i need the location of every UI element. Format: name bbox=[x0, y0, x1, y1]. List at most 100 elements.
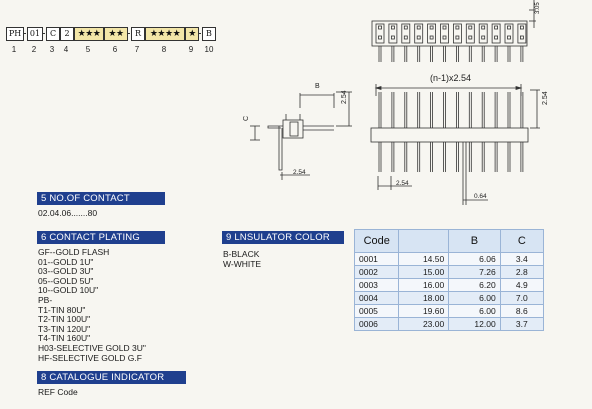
table-row: 0006 23.00 12.00 3.7 bbox=[353, 317, 545, 331]
pn-dash bbox=[198, 33, 201, 34]
pn-index: 5 bbox=[85, 45, 91, 54]
top-cell-hole bbox=[494, 25, 499, 30]
top-cell bbox=[427, 23, 437, 44]
front-bottom-label: 2.54 bbox=[396, 180, 409, 187]
pn-dash bbox=[127, 33, 130, 34]
table-cell: 0002 bbox=[353, 265, 400, 279]
table-header-row: Code B C bbox=[353, 229, 545, 253]
top-cell-hole bbox=[390, 25, 395, 30]
top-view-housing bbox=[371, 20, 528, 47]
side-bottom-label: 2.54 bbox=[293, 169, 306, 176]
section-catalogue-text: REF Code bbox=[38, 387, 78, 398]
pitch-formula-label: (n-1)x2.54 bbox=[430, 73, 471, 83]
side-view-insert bbox=[289, 121, 299, 137]
right-height-label: 2.54 bbox=[542, 91, 549, 105]
table-cell: 7.0 bbox=[499, 291, 545, 305]
pn-box-5: ★★★ bbox=[74, 27, 104, 41]
pn-index: 3 bbox=[49, 45, 55, 54]
plating-line: PB- bbox=[38, 294, 53, 305]
table-cell: 0003 bbox=[353, 278, 400, 292]
pn-index: 7 bbox=[134, 45, 140, 54]
plating-line: 10--GOLD 10U" bbox=[38, 285, 99, 296]
table-header-a bbox=[398, 229, 450, 253]
plating-line: H03-SELECTIVE GOLD 3U" bbox=[38, 342, 146, 353]
side-view-housing bbox=[282, 119, 304, 139]
top-pin-height-label: 3.05 bbox=[535, 2, 541, 14]
top-view-cells bbox=[375, 23, 527, 44]
plating-line: T3-TIN 120U" bbox=[38, 323, 91, 334]
top-cell bbox=[388, 23, 398, 44]
pn-dash bbox=[23, 33, 26, 34]
top-cell-hole bbox=[403, 25, 408, 30]
plating-line: T2-TIN 100U" bbox=[38, 314, 91, 325]
dimension-table: Code B C 0001 14.50 6.06 3.4 0002 15.00 … bbox=[353, 229, 545, 331]
plating-line: T1-TIN 80U" bbox=[38, 304, 86, 315]
pn-box-4: 2 bbox=[60, 27, 74, 41]
plating-line: 05--GOLD 5U" bbox=[38, 275, 94, 286]
top-cell-hole bbox=[455, 25, 460, 30]
section-plating-text: GF--GOLD FLASH 01--GOLD 1U" 03--GOLD 3U"… bbox=[38, 247, 146, 363]
section-header-contact: 5 NO.OF CONTACT bbox=[37, 192, 165, 205]
top-cell-hole bbox=[416, 35, 421, 40]
plating-line: HF-SELECTIVE GOLD G.F bbox=[38, 352, 142, 363]
table-cell: 0005 bbox=[353, 304, 400, 318]
contact-line: 02.04.06.......80 bbox=[38, 208, 98, 218]
top-cell bbox=[465, 23, 475, 44]
side-c-label: C bbox=[243, 116, 250, 121]
table-cell: 6.00 bbox=[448, 304, 501, 318]
table-cell: 15.00 bbox=[398, 265, 450, 279]
table-row: 0003 16.00 6.20 4.9 bbox=[353, 278, 545, 292]
pn-index: 10 bbox=[204, 45, 214, 54]
technical-drawing: 3.05 (n-1)x2.54 2.54 B 2.54 C 2.54 2.54 … bbox=[243, 0, 549, 205]
table-cell: 7.26 bbox=[448, 265, 501, 279]
table-cell: 3.4 bbox=[499, 252, 545, 266]
pn-box-9: ★ bbox=[185, 27, 199, 41]
table-header-code: Code bbox=[353, 229, 400, 253]
top-cell-hole bbox=[494, 35, 499, 40]
section-insulator-text: B-BLACK W-WHITE bbox=[223, 249, 261, 269]
catalogue-line: REF Code bbox=[38, 387, 78, 397]
pn-index: 2 bbox=[31, 45, 37, 54]
top-cell bbox=[504, 23, 514, 44]
table-cell: 18.00 bbox=[398, 291, 450, 305]
table-row: 0001 14.50 6.06 3.4 bbox=[353, 252, 545, 266]
table-cell: 19.60 bbox=[398, 304, 450, 318]
top-cell-hole bbox=[507, 25, 511, 30]
top-cell bbox=[452, 23, 462, 44]
table-row: 0004 18.00 6.00 7.0 bbox=[353, 291, 545, 305]
top-cell-hole bbox=[378, 25, 382, 30]
top-cell-hole bbox=[468, 25, 473, 30]
top-cell-hole bbox=[429, 25, 434, 30]
top-view-pins bbox=[378, 46, 524, 62]
plating-line: T4-TIN 160U" bbox=[38, 333, 91, 344]
top-cell-hole bbox=[403, 35, 408, 40]
pin-width-label: 0.64 bbox=[474, 193, 487, 200]
table-cell: 8.6 bbox=[499, 304, 545, 318]
pn-index: 8 bbox=[161, 45, 167, 54]
table-cell: 0006 bbox=[353, 317, 400, 331]
pn-index: 9 bbox=[188, 45, 194, 54]
table-cell: 0004 bbox=[353, 291, 400, 305]
table-cell: 12.00 bbox=[448, 317, 501, 331]
pn-dash bbox=[42, 33, 45, 34]
table-cell: 0001 bbox=[353, 252, 400, 266]
pn-box-8: ★★★★ bbox=[145, 27, 185, 41]
table-cell: 23.00 bbox=[398, 317, 450, 331]
side-height-label: 2.54 bbox=[341, 90, 348, 104]
top-cell bbox=[414, 23, 424, 44]
plating-line: 03--GOLD 3U" bbox=[38, 266, 94, 277]
pn-index: 4 bbox=[63, 45, 69, 54]
top-cell-hole bbox=[429, 35, 434, 40]
front-view-housing bbox=[370, 127, 529, 143]
top-cell bbox=[491, 23, 501, 44]
table-cell: 6.20 bbox=[448, 278, 501, 292]
pn-box-2: 01 bbox=[27, 27, 43, 41]
top-cell-hole bbox=[520, 25, 524, 30]
table-cell: 3.7 bbox=[499, 317, 545, 331]
top-cell bbox=[440, 23, 449, 44]
table-cell: 4.9 bbox=[499, 278, 545, 292]
section-header-insulator: 9 LNSULATOR COLOR bbox=[222, 231, 344, 244]
section-contact-text: 02.04.06.......80 bbox=[38, 208, 98, 219]
table-cell: 16.00 bbox=[398, 278, 450, 292]
top-cell-hole bbox=[481, 35, 486, 40]
